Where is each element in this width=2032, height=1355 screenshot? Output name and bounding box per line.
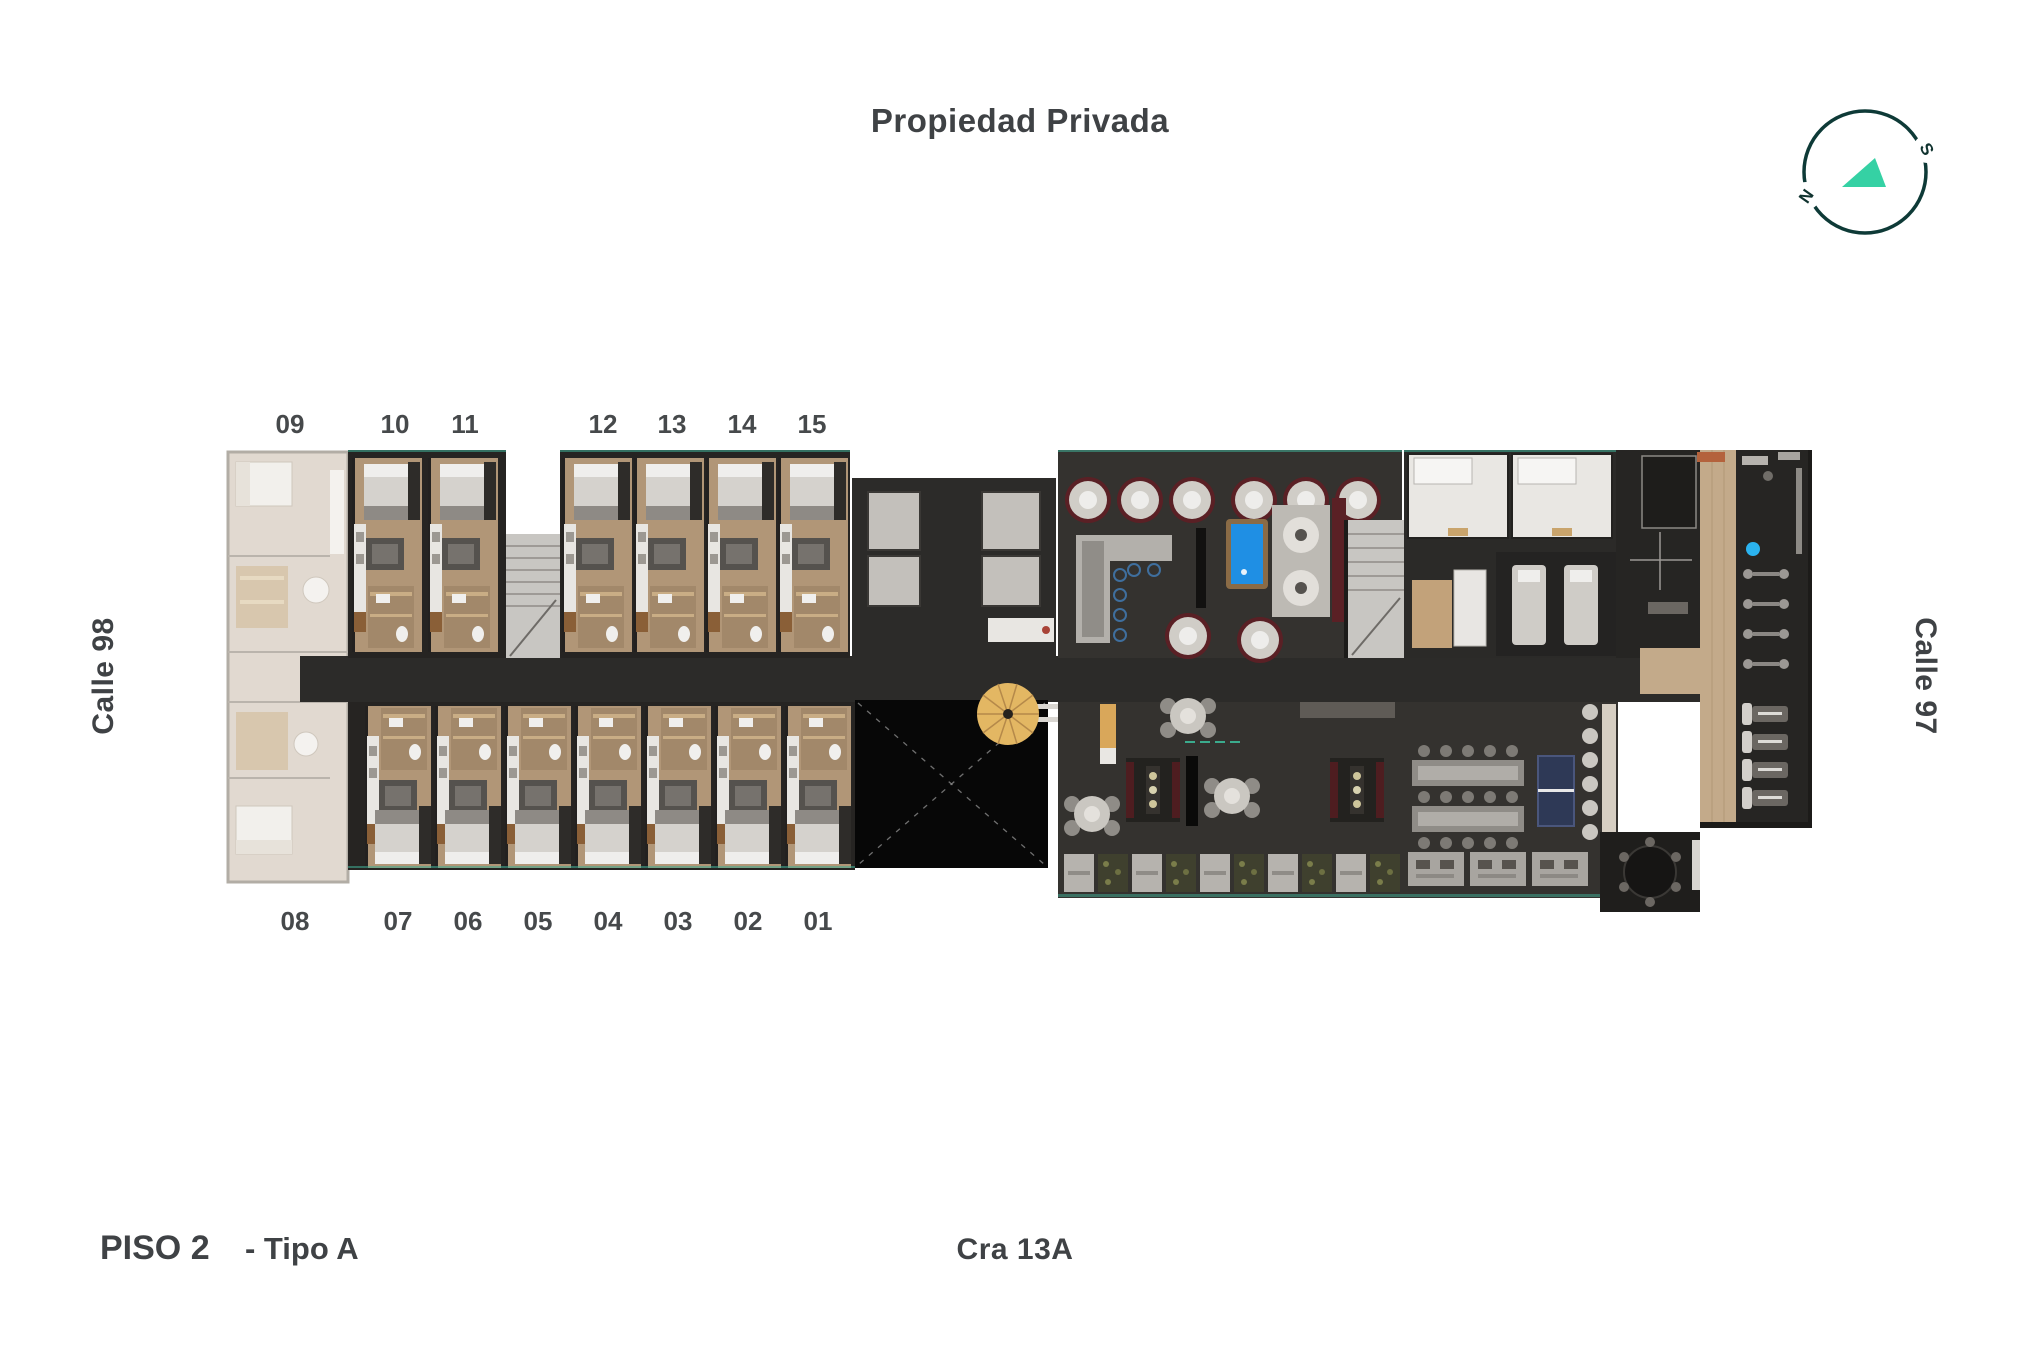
gym-zone: [1640, 450, 1812, 828]
dining-booth: [1330, 758, 1384, 822]
spa-zone: [1404, 450, 1700, 658]
unit-number: 07: [384, 906, 413, 936]
unit-number: 06: [454, 906, 483, 936]
unit-bottom: [785, 706, 851, 868]
bar-table: [1065, 477, 1111, 523]
unit-bottom: [645, 706, 711, 868]
treadmill: [1742, 787, 1788, 809]
unit-number: 12: [589, 409, 618, 439]
floor-label-type: - Tipo A: [245, 1231, 359, 1266]
street-label-bottom: Cra 13A: [957, 1233, 1074, 1266]
unit-bottom: [505, 706, 571, 868]
compass-needle-icon: [1842, 158, 1886, 187]
unit-bottom: [575, 706, 641, 868]
page-title: Propiedad Privada: [871, 102, 1169, 139]
unit-bottom: [715, 706, 781, 868]
treadmill: [1742, 759, 1788, 781]
elevator-zone: [852, 478, 1056, 658]
unit-top: [428, 458, 498, 652]
bar-table: [1231, 477, 1277, 523]
void-shaft: [855, 683, 1066, 868]
treadmill: [1742, 703, 1788, 725]
residential-top-band: [348, 450, 850, 658]
bottom-unit-numbers: 08 07 06 05 04 03 02 01: [281, 906, 833, 936]
treadmill: [1742, 731, 1788, 753]
desk: [1408, 852, 1464, 886]
bar-table: [1237, 617, 1283, 663]
top-unit-numbers: 09 10 11 12 13 14 15: [276, 409, 827, 439]
unit-number: 14: [728, 409, 757, 439]
unit-number: 10: [381, 409, 410, 439]
bar-counter: [1076, 535, 1172, 643]
unit-number: 01: [804, 906, 833, 936]
billiard-table: [1226, 519, 1268, 589]
unit-top: [352, 458, 422, 652]
unit-number: 15: [798, 409, 827, 439]
desk: [1532, 852, 1588, 886]
street-label-left: Calle 98: [87, 617, 120, 734]
unit-bottom: [435, 706, 501, 868]
bar-table: [1165, 613, 1211, 659]
unit-top: [706, 458, 776, 652]
meeting-alcove: [1600, 832, 1700, 912]
lounge-area: [1272, 498, 1346, 622]
stairwell-west: [506, 534, 560, 658]
unit-top: [778, 458, 848, 652]
bench-planter-row: [1058, 854, 1618, 897]
stool-row: [1582, 704, 1616, 840]
restaurant-cowork-zone: [1058, 698, 1618, 898]
bar-table: [1169, 477, 1215, 523]
bar-table: [1117, 477, 1163, 523]
compass-icon: N S: [1792, 109, 1941, 235]
desk: [1470, 852, 1526, 886]
unit-number: 05: [524, 906, 553, 936]
unit-number: 11: [451, 409, 479, 439]
street-label-right: Calle 97: [1909, 617, 1942, 734]
unit-number: 09: [276, 409, 305, 439]
residential-bottom-band: [348, 702, 855, 870]
gym-equipment-zone: [1616, 450, 1700, 658]
spiral-stair-icon: [977, 683, 1066, 745]
unit-number: 13: [658, 409, 687, 439]
unit-number: 03: [664, 906, 693, 936]
unit-bottom: [365, 706, 431, 868]
unit-top: [634, 458, 704, 652]
floor-label-bold: PISO 2: [100, 1229, 210, 1267]
unit-number: 04: [594, 906, 623, 936]
dining-booth: [1126, 758, 1180, 822]
unit-number: 02: [734, 906, 763, 936]
faded-wing: [226, 450, 350, 884]
unit-top: [562, 458, 632, 652]
cowork-tables: [1412, 745, 1524, 849]
unit-number: 08: [281, 906, 310, 936]
stairwell-east: [1344, 520, 1404, 658]
pingpong-table: [1537, 755, 1575, 827]
